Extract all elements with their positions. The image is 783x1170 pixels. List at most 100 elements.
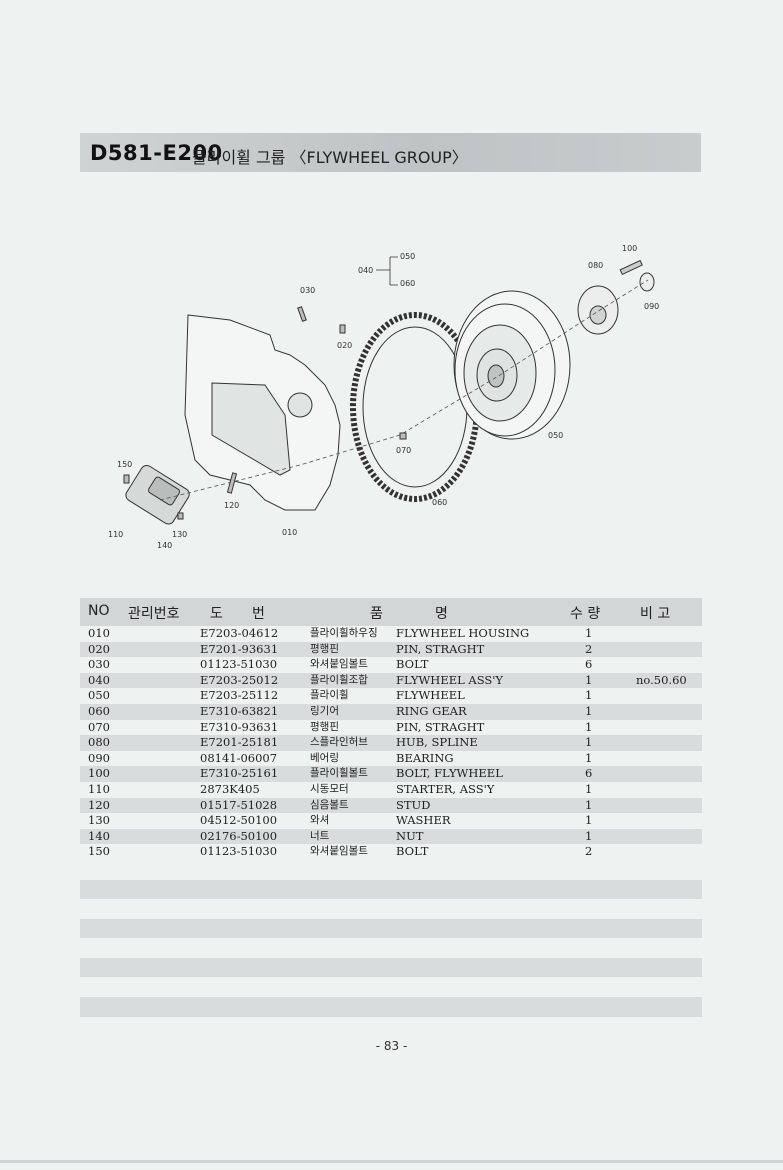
cell-drawing-no: E7203-25112: [200, 688, 279, 703]
cell-drawing-no: 02176-50100: [200, 828, 278, 843]
cell-name-ko: 스플라인허브: [310, 736, 368, 749]
table-row: 140 02176-50100 너트 NUT 1: [80, 828, 702, 845]
cell-name-en: WASHER: [396, 813, 451, 828]
cell-name-en: NUT: [396, 828, 424, 843]
flywheel-drawing: [453, 290, 571, 440]
cell-drawing-no: 04512-50100: [200, 813, 278, 828]
exploded-parts-diagram: 030 020 040 050 060 080 100 090 050 070 …: [108, 244, 659, 550]
label-090: 090: [644, 302, 659, 311]
label-120: 120: [224, 501, 239, 510]
cell-no: 070: [88, 719, 110, 734]
cell-name-en: STUD: [396, 797, 431, 812]
cell-name-en: HUB, SPLINE: [396, 735, 478, 750]
cell-no: 090: [88, 750, 110, 765]
cell-name-en: BEARING: [396, 750, 454, 765]
cell-name-en: FLYWHEEL ASS'Y: [396, 672, 504, 687]
cell-drawing-no: 01123-51030: [200, 844, 278, 859]
cell-drawing-no: 08141-06007: [200, 750, 278, 765]
cell-no: 130: [88, 813, 110, 828]
cell-qty: 1: [585, 719, 593, 734]
label-150: 150: [117, 460, 132, 469]
header-drawing-2: 번: [252, 606, 265, 622]
cell-qty: 6: [585, 766, 593, 781]
title-bar: D581-E200 플라이휠 그룹 〈FLYWHEEL GROUP〉: [80, 133, 701, 172]
label-140: 140: [157, 541, 172, 550]
cell-name-en: BOLT: [396, 844, 429, 859]
cell-no: 080: [88, 735, 110, 750]
cell-no: 140: [88, 828, 110, 843]
cell-name-en: BOLT, FLYWHEEL: [396, 766, 503, 781]
cell-drawing-no: 2873K405: [200, 781, 260, 796]
cell-drawing-no: 01517-51028: [200, 797, 278, 812]
label-040: 040: [358, 266, 373, 275]
cell-name-ko: 와셔붙임볼트: [310, 658, 368, 671]
cell-name-ko: 링기어: [310, 704, 339, 717]
label-130: 130: [172, 530, 187, 539]
cell-no: 110: [88, 781, 110, 796]
cell-name-en: STARTER, ASS'Y: [396, 781, 495, 796]
header-name-1: 품: [370, 606, 383, 622]
cell-drawing-no: E7310-63821: [200, 703, 279, 718]
cell-qty: 1: [585, 750, 593, 765]
cell-name-en: FLYWHEEL HOUSING: [396, 626, 530, 640]
label-010: 010: [282, 528, 297, 537]
cell-name-ko: 평행핀: [310, 642, 339, 655]
cell-no: 150: [88, 844, 110, 859]
cell-drawing-no: E7201-25181: [200, 735, 279, 750]
cell-qty: 2: [585, 641, 593, 656]
label-060: 060: [432, 498, 447, 507]
header-qty: 수 량: [570, 606, 601, 622]
table-row: 060 E7310-63821 링기어 RING GEAR 1: [80, 703, 702, 720]
cell-drawing-no: E7310-93631: [200, 719, 279, 734]
label-030: 030: [300, 286, 315, 295]
header-no: NO: [88, 603, 110, 619]
cell-qty: 1: [585, 626, 593, 640]
cell-qty: 1: [585, 688, 593, 703]
cell-no: 040: [88, 672, 110, 687]
cell-no: 060: [88, 703, 110, 718]
starter-drawing: [125, 464, 190, 525]
table-row: 050 E7203-25112 플라이휠 FLYWHEEL 1: [80, 688, 702, 704]
cell-name-ko: 플라이휠: [310, 689, 349, 702]
cell-name-en: FLYWHEEL: [396, 688, 465, 703]
cell-qty: 1: [585, 828, 593, 843]
cell-name-en: BOLT: [396, 657, 429, 672]
cell-no: 020: [88, 641, 110, 656]
label-110: 110: [108, 530, 123, 539]
cell-name-ko: 플라이휠조합: [310, 673, 368, 686]
cell-name-ko: 플라이휠볼트: [310, 767, 368, 780]
cell-no: 100: [88, 766, 110, 781]
cell-no: 050: [88, 688, 110, 703]
label-080: 080: [588, 261, 603, 270]
cell-name-ko: 너트: [310, 829, 330, 842]
hub-drawing: [577, 259, 655, 335]
label-060-top: 060: [400, 279, 415, 288]
table-header: NO 관리번호 도 번 품 명 수 량 비 고: [80, 598, 702, 626]
header-mgmt-no: 관리번호: [128, 606, 180, 622]
cell-drawing-no: 01123-51030: [200, 657, 278, 672]
cell-name-ko: 평행핀: [310, 720, 339, 733]
cell-qty: 1: [585, 813, 593, 828]
header-drawing-1: 도: [210, 606, 223, 622]
cell-name-ko: 와셔: [310, 814, 330, 827]
label-050: 050: [548, 431, 563, 440]
cell-name-en: RING GEAR: [396, 703, 467, 718]
cell-name-ko: 플라이휠하우징: [310, 627, 378, 639]
bottom-rule: [0, 1160, 783, 1163]
cell-qty: 1: [585, 797, 593, 812]
cell-qty: 6: [585, 657, 593, 672]
cell-drawing-no: E7203-25012: [200, 672, 279, 687]
cell-qty: 1: [585, 703, 593, 718]
page-number: - 83 -: [375, 1039, 408, 1053]
